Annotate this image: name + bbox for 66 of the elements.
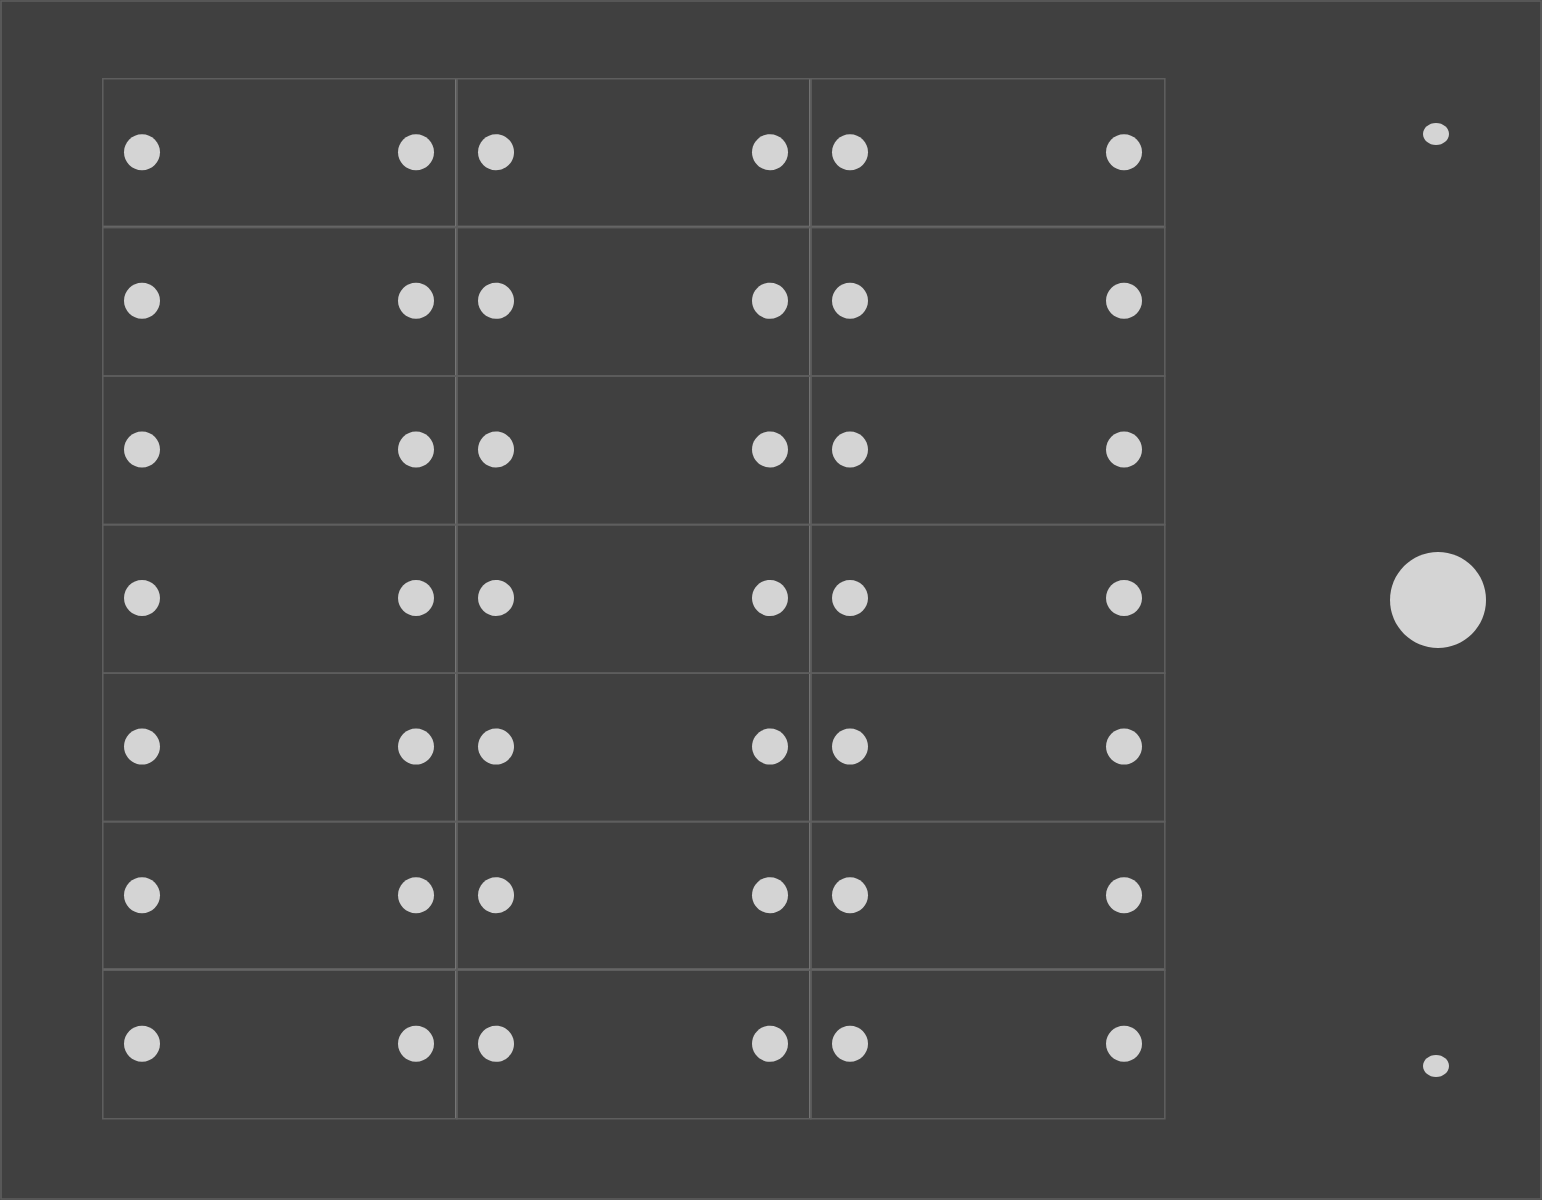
cell-box (810, 375, 1166, 526)
cell-box (456, 969, 812, 1120)
hole (1106, 134, 1142, 171)
hole (124, 282, 160, 319)
cell-box (810, 672, 1166, 823)
hole (124, 580, 160, 616)
cell-box (810, 78, 1166, 229)
hole (752, 134, 788, 171)
hole (478, 1025, 514, 1062)
cell-box (456, 523, 812, 674)
hole (398, 134, 434, 171)
hole (1106, 728, 1142, 765)
cell-box (810, 523, 1166, 674)
cell-box (102, 523, 458, 674)
hole (1390, 552, 1486, 648)
hole (752, 431, 788, 468)
cell-box (102, 820, 458, 971)
hole (124, 877, 160, 914)
hole (1423, 123, 1449, 145)
cell-box (810, 226, 1166, 377)
hole (398, 580, 434, 616)
hole (398, 1025, 434, 1062)
cell-box (456, 672, 812, 823)
hole (832, 877, 868, 914)
cell-box (102, 672, 458, 823)
hole (478, 580, 514, 616)
hole (124, 1025, 160, 1062)
cell-box (456, 375, 812, 526)
cell-box (102, 375, 458, 526)
hole (1106, 877, 1142, 914)
hole (832, 134, 868, 171)
cell-box (810, 969, 1166, 1120)
hole (398, 431, 434, 468)
hole (832, 580, 868, 616)
hole (478, 431, 514, 468)
hole (124, 431, 160, 468)
hole (832, 1025, 868, 1062)
hole (832, 728, 868, 765)
hole (1106, 282, 1142, 319)
hole (752, 728, 788, 765)
hole (124, 728, 160, 765)
cell-box (456, 820, 812, 971)
hole (398, 282, 434, 319)
hole (752, 282, 788, 319)
hole (398, 877, 434, 914)
cell-box (102, 226, 458, 377)
hole (832, 431, 868, 468)
hole (478, 877, 514, 914)
hole (832, 282, 868, 319)
hole (398, 728, 434, 765)
hole (752, 1025, 788, 1062)
cell-box (456, 226, 812, 377)
cell-box (102, 78, 458, 229)
hole (752, 877, 788, 914)
hole (752, 580, 788, 616)
cell-box (102, 969, 458, 1120)
hole (1106, 1025, 1142, 1062)
hole (1106, 580, 1142, 616)
hole (1106, 431, 1142, 468)
hole (478, 282, 514, 319)
cell-box (456, 78, 812, 229)
hole (478, 134, 514, 171)
hole (478, 728, 514, 765)
cell-box (810, 820, 1166, 971)
hole (124, 134, 160, 171)
hole (1423, 1055, 1449, 1077)
